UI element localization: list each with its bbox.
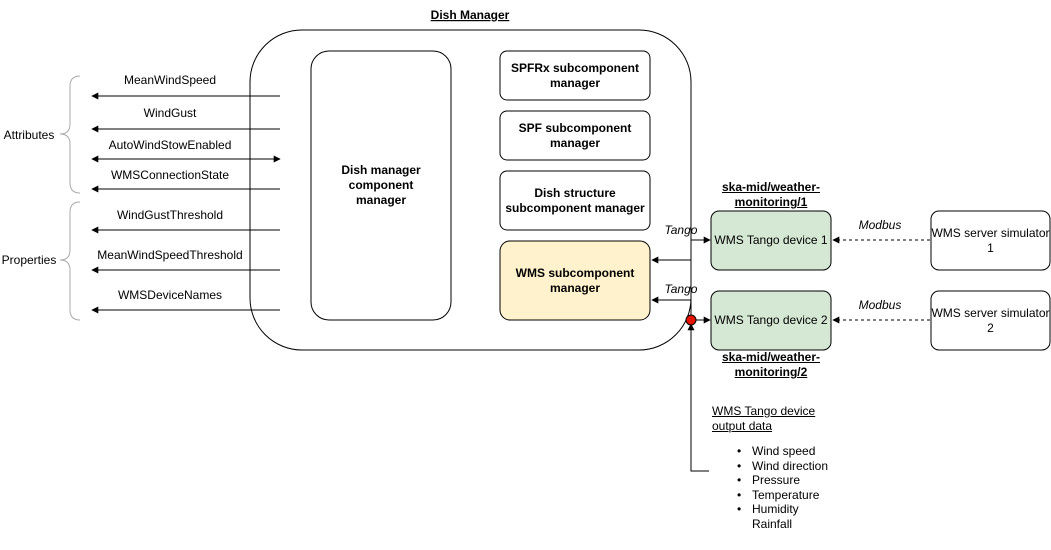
tango-label-1: Tango (665, 223, 698, 237)
attribute-label: AutoWindStowEnabled (109, 138, 232, 152)
dish-manager-title: Dish Manager (431, 8, 510, 22)
wms-subcomponent-manager-box (499, 240, 651, 321)
junction-point (685, 314, 697, 326)
spf-subcomponent-manager-box (499, 110, 651, 161)
modbus-label-1: Modbus (859, 218, 902, 232)
dish-structure-subcomponent-manager-box (499, 170, 651, 231)
output-item: Humidity (735, 502, 828, 517)
tango-link-1 (651, 236, 711, 264)
spfrx-subcomponent-manager-box (499, 50, 651, 101)
property-label: WMSDeviceNames (118, 288, 222, 302)
properties-brace (59, 201, 81, 321)
attributes-brace (59, 75, 81, 194)
wms-tango-device-1-box (710, 210, 832, 271)
modbus-label-2: Modbus (859, 298, 902, 312)
output-data-link (687, 323, 709, 472)
attribute-label: WindGust (144, 106, 197, 120)
wms-tango-device-2-box (710, 290, 832, 351)
tango-label-2: Tango (665, 282, 698, 296)
wms-server-simulator-1-box (930, 210, 1051, 271)
attribute-label: WMSConnectionState (111, 168, 229, 182)
properties-label: Properties (2, 253, 57, 267)
output-item: Wind direction (735, 459, 828, 474)
tango-link-2 (651, 296, 711, 324)
property-label: MeanWindSpeedThreshold (97, 248, 242, 262)
wms-server-simulator-2-box (930, 290, 1051, 351)
output-data-title: WMS Tango device output data (712, 404, 816, 433)
dish-manager-component-manager-box (310, 50, 452, 321)
output-item: Temperature (735, 488, 828, 503)
attribute-label: MeanWindSpeed (124, 73, 216, 87)
output-item: Wind speed (735, 444, 828, 459)
attributes-label: Attributes (4, 128, 55, 142)
output-item: Pressure (735, 473, 828, 488)
output-item: Rainfall (752, 516, 793, 531)
property-label: WindGustThreshold (117, 208, 223, 222)
output-data-list: Wind speed Wind direction Pressure Tempe… (735, 444, 828, 531)
